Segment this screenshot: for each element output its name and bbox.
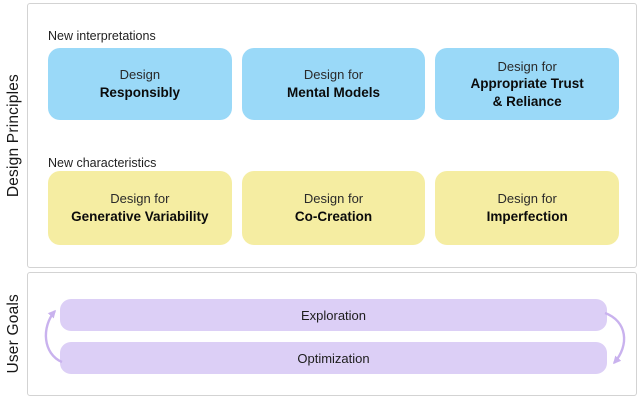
goal-bar-optimization: Optimization — [60, 342, 607, 374]
principle-box-prefix: Design for — [303, 191, 364, 207]
design-principles-label: Design Principles — [4, 73, 22, 198]
principle-box-title: Responsibly — [99, 85, 180, 100]
principle-box-responsibly: Design Responsibly — [48, 48, 232, 120]
cycle-arrows — [44, 309, 626, 365]
design-principles-section: New interpretations Design Responsibly D… — [27, 3, 637, 268]
principle-box-prefix: Design for — [497, 191, 557, 207]
principle-box-title: Mental Models — [287, 85, 381, 100]
principle-box-prefix: Design for — [497, 58, 557, 74]
user-goals-label: User Goals — [4, 294, 22, 374]
principle-box-imperfection: Design for Imperfection — [435, 171, 620, 245]
principle-box-mental-models: Design for Mental Models — [241, 48, 426, 120]
principle-box-generative-variability: Design for Generative Variability — [48, 171, 232, 245]
principle-box-co-creation: Design for Co-Creation — [241, 171, 426, 245]
design-principles-axis: Design Principles — [0, 3, 27, 268]
new-interpretations-row: Design Responsibly Design for Mental Mod… — [48, 48, 620, 120]
user-goals-section: Exploration Optimization — [27, 272, 637, 396]
principle-box-prefix: Design — [119, 67, 161, 83]
group-heading-new-interpretations: New interpretations — [48, 29, 156, 43]
new-characteristics-row: Design for Generative Variability Design… — [48, 171, 620, 245]
principle-box-title: Imperfection — [486, 209, 568, 224]
principle-box-title: Appropriate Trust & Reliance — [470, 76, 584, 109]
principle-box-prefix: Design for — [110, 191, 170, 207]
cycle-arrow-right-icon — [604, 311, 626, 365]
principle-box-title: Co-Creation — [294, 209, 373, 224]
principle-box-prefix: Design for — [303, 67, 364, 83]
goal-bar-exploration: Exploration — [60, 299, 607, 331]
user-goals-axis: User Goals — [0, 272, 27, 396]
principle-box-title: Generative Variability — [71, 209, 209, 224]
group-heading-new-characteristics: New characteristics — [48, 156, 157, 170]
principle-box-appropriate-trust: Design for Appropriate Trust & Reliance — [435, 48, 620, 120]
